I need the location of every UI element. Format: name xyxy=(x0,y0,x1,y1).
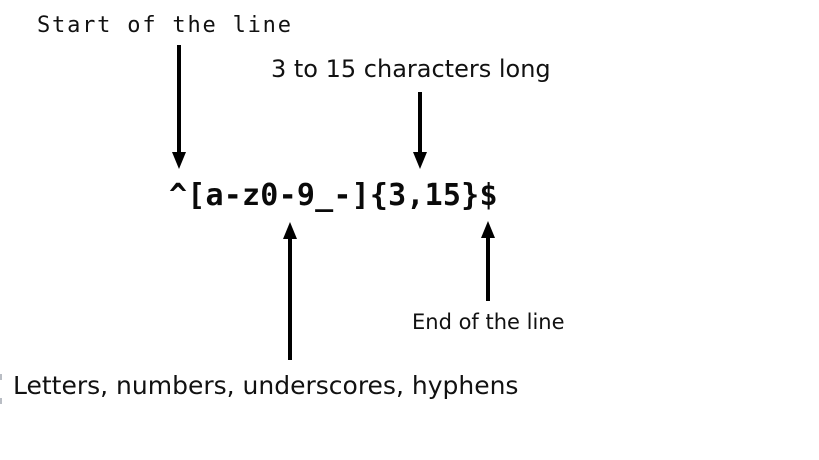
label-end-of-line: End of the line xyxy=(412,310,565,334)
left-edge-artifact xyxy=(0,374,2,380)
arrow-length-constraint-icon xyxy=(413,92,427,169)
regex-pattern: ^[a-z0-9_-]{3,15}$ xyxy=(169,178,498,213)
label-start-of-line: Start of the line xyxy=(37,13,293,38)
label-character-class: Letters, numbers, underscores, hyphens xyxy=(13,371,519,400)
left-edge-artifact xyxy=(0,398,2,404)
arrow-start-of-line-icon xyxy=(172,45,186,169)
arrow-character-class-icon xyxy=(283,222,297,360)
label-length-constraint: 3 to 15 characters long xyxy=(271,55,551,83)
arrow-end-of-line-icon xyxy=(481,221,495,301)
